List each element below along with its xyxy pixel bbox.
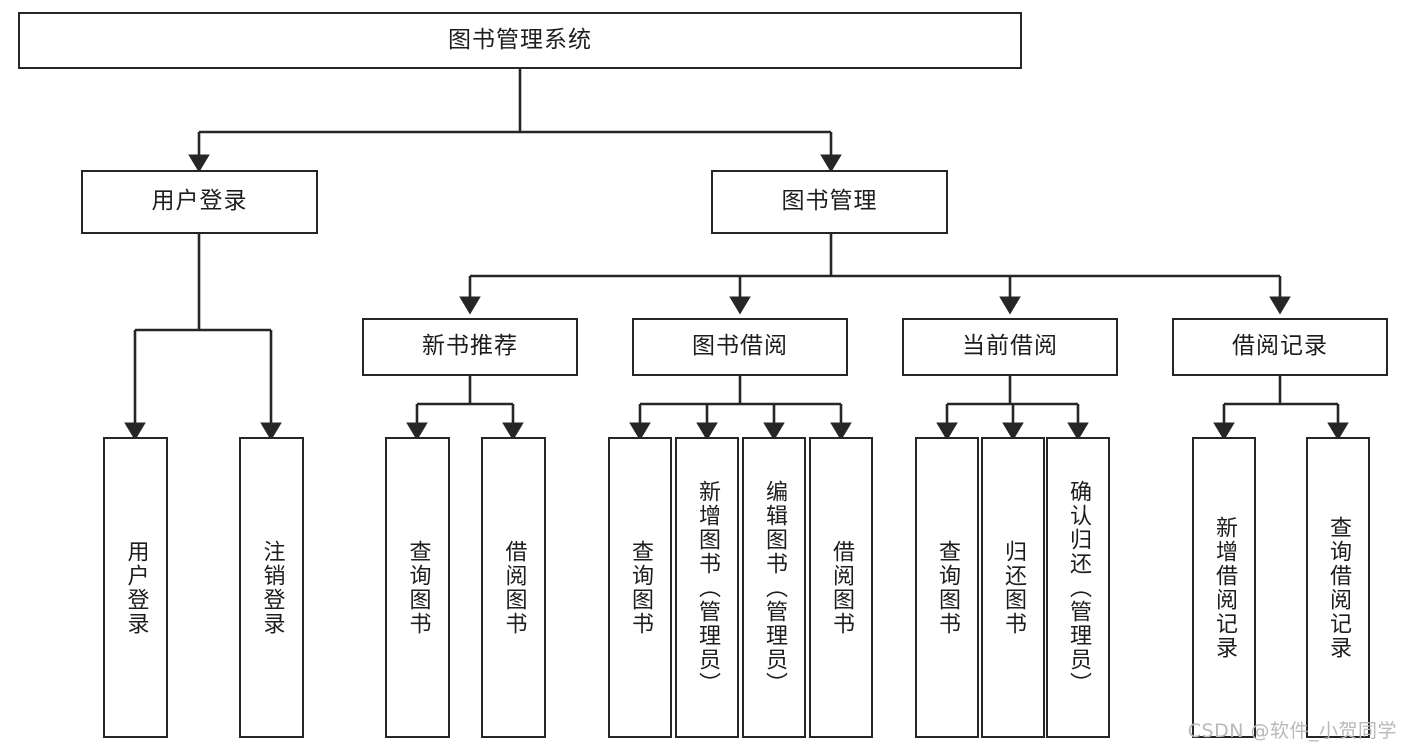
leaf-borrow-book-borrow[interactable]: 借阅图书 — [809, 437, 873, 738]
node-label: 借阅图书 — [828, 539, 854, 636]
csdn-watermark: CSDN @软件_小贺同学 — [1187, 720, 1397, 742]
leaf-query-book-current[interactable]: 查询图书 — [915, 437, 979, 738]
node-label: 注销登录 — [259, 539, 285, 636]
leaf-query-book-recommend[interactable]: 查询图书 — [385, 437, 450, 738]
node-label: 查询图书 — [934, 539, 960, 636]
leaf-edit-book-admin[interactable]: 编辑图书（管理员） — [742, 437, 806, 738]
leaf-add-book-admin[interactable]: 新增图书（管理员） — [675, 437, 739, 738]
node-label: 借阅记录 — [1232, 333, 1328, 360]
leaf-return-book[interactable]: 归还图书 — [981, 437, 1045, 738]
node-root-book-management-system[interactable]: 图书管理系统 — [18, 12, 1022, 69]
node-label: 查询图书 — [405, 539, 431, 636]
node-label: 借阅图书 — [501, 539, 527, 636]
leaf-query-book-borrow[interactable]: 查询图书 — [608, 437, 672, 738]
node-label: 归还图书 — [1000, 539, 1026, 636]
node-label: 新增图书（管理员） — [694, 479, 720, 696]
node-book-management[interactable]: 图书管理 — [711, 170, 948, 234]
node-label: 新增借阅记录 — [1211, 515, 1237, 660]
node-label: 查询借阅记录 — [1325, 515, 1351, 660]
leaf-query-borrow-record[interactable]: 查询借阅记录 — [1306, 437, 1370, 738]
node-label: 新书推荐 — [422, 333, 518, 360]
node-current-borrow[interactable]: 当前借阅 — [902, 318, 1118, 376]
node-borrow-record[interactable]: 借阅记录 — [1172, 318, 1388, 376]
node-label: 编辑图书（管理员） — [761, 479, 787, 696]
node-label: 图书管理 — [781, 188, 878, 215]
leaf-confirm-return-admin[interactable]: 确认归还（管理员） — [1046, 437, 1110, 738]
node-label: 用户登录 — [123, 539, 149, 636]
node-new-book-recommend[interactable]: 新书推荐 — [362, 318, 578, 376]
leaf-user-login[interactable]: 用户登录 — [103, 437, 168, 738]
node-label: 当前借阅 — [962, 333, 1058, 360]
leaf-logout-login[interactable]: 注销登录 — [239, 437, 304, 738]
node-label: 查询图书 — [627, 539, 653, 636]
node-user-login[interactable]: 用户登录 — [81, 170, 318, 234]
node-book-borrow[interactable]: 图书借阅 — [632, 318, 848, 376]
leaf-borrow-book-recommend[interactable]: 借阅图书 — [481, 437, 546, 738]
node-label: 图书借阅 — [692, 333, 788, 360]
node-label: 确认归还（管理员） — [1065, 479, 1091, 696]
node-label: 图书管理系统 — [448, 26, 592, 53]
leaf-add-borrow-record[interactable]: 新增借阅记录 — [1192, 437, 1256, 738]
node-label: 用户登录 — [151, 188, 248, 215]
